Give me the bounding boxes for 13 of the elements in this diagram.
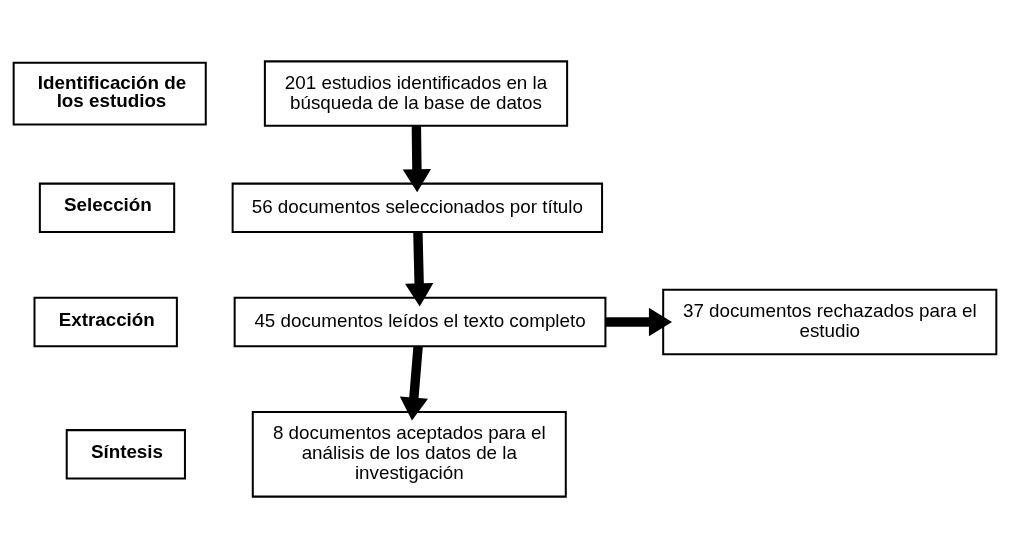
node-box: 37 documentos rechazados para el estudio bbox=[662, 288, 998, 355]
node-box: 56 documentos seleccionados por título bbox=[231, 182, 604, 233]
arrow bbox=[402, 125, 432, 192]
arrow bbox=[405, 231, 434, 307]
node-box: 201 estudios identificados en la búsqueda de la base de datos bbox=[263, 59, 569, 127]
node-box: Extracción bbox=[33, 296, 178, 347]
arrow bbox=[399, 345, 428, 421]
node-box: Selección bbox=[38, 182, 176, 233]
arrow bbox=[605, 307, 672, 336]
node-box: 45 documentos leídos el texto completo bbox=[233, 296, 607, 347]
node-box: 8 documentos aceptados para el análisis de los datos de la investigación bbox=[251, 410, 567, 498]
node-box: Identificación de los estudios bbox=[12, 61, 207, 126]
node-box: Síntesis bbox=[65, 428, 186, 479]
